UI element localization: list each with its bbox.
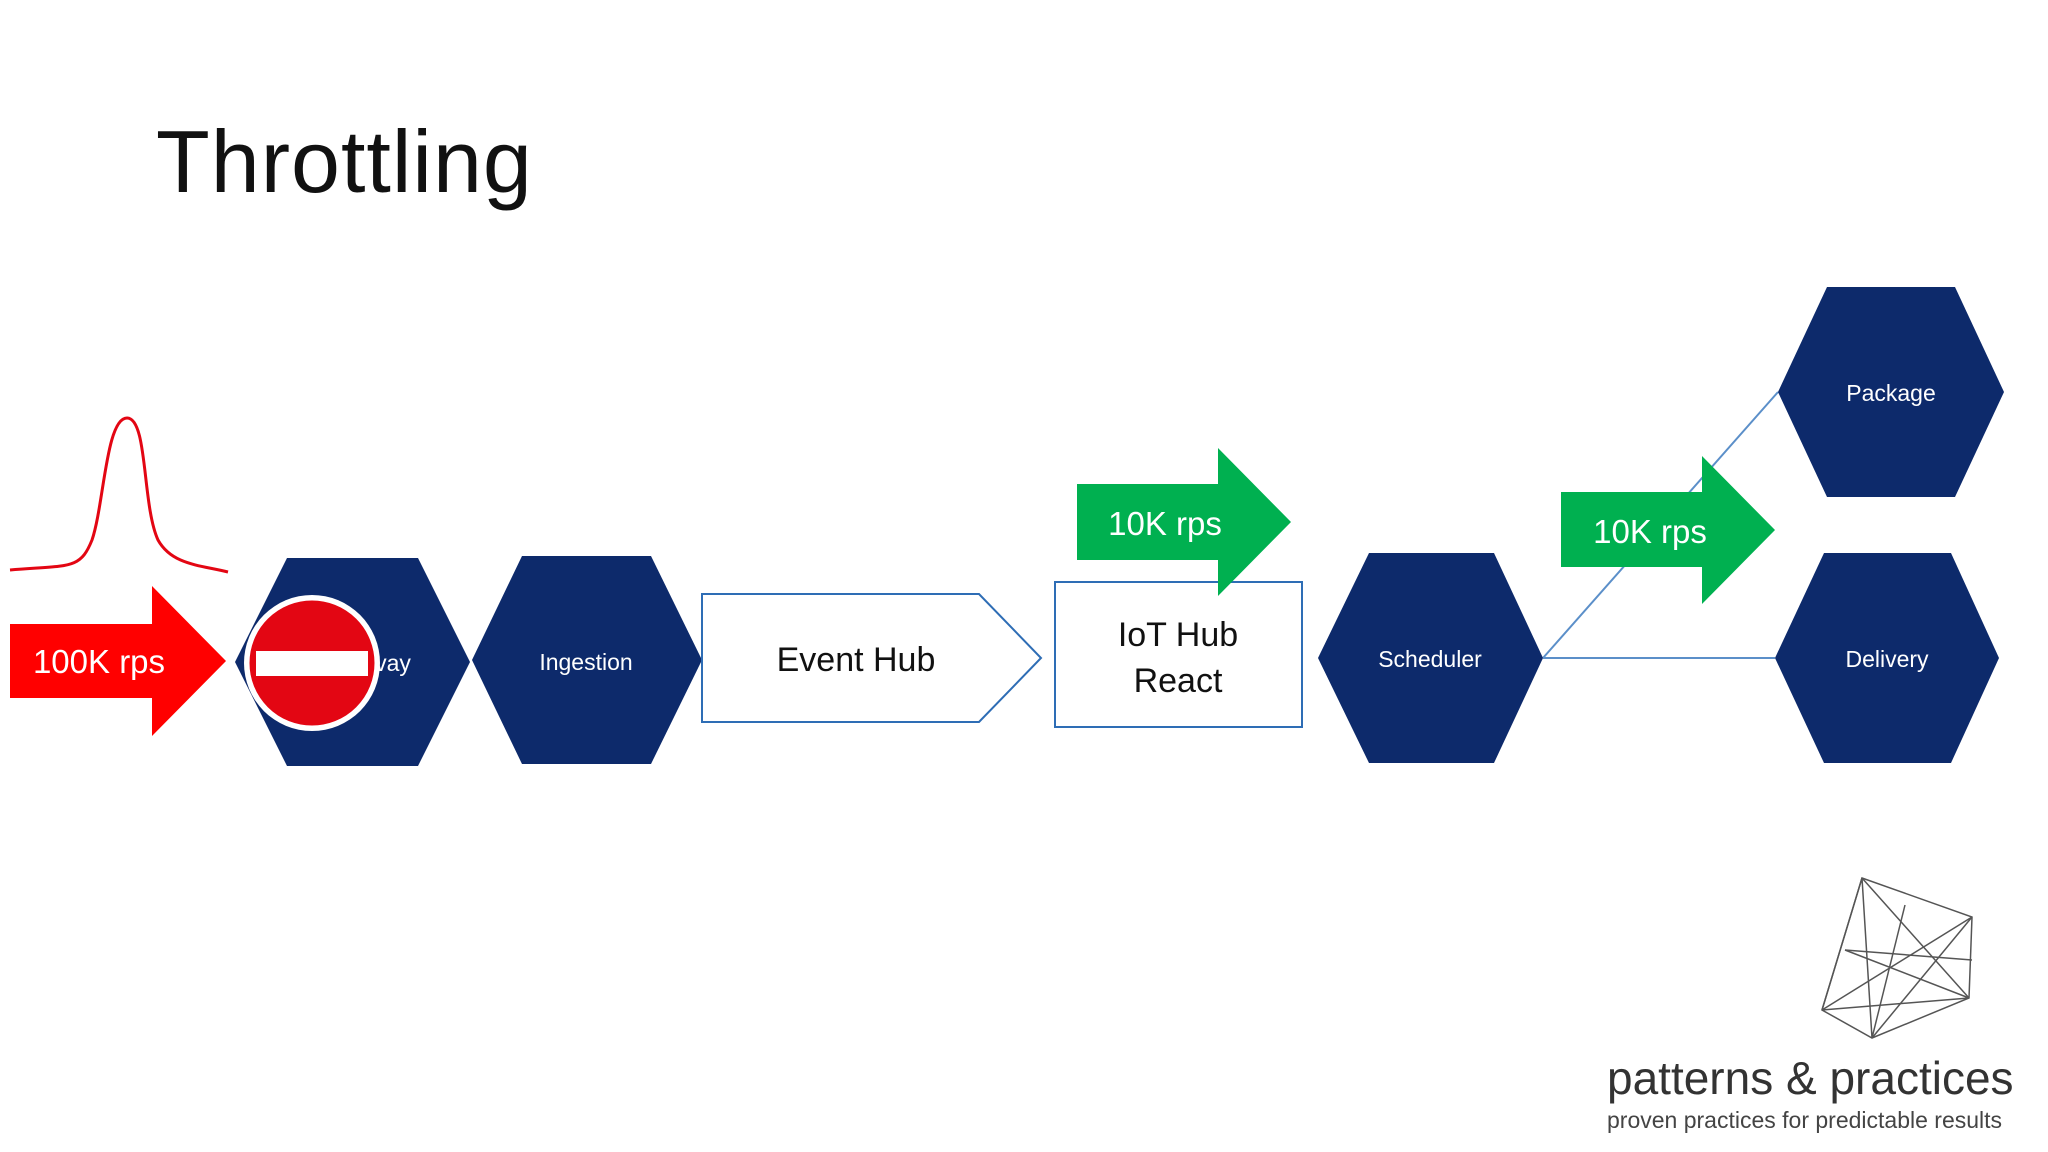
green-arrow-iot bbox=[1077, 448, 1291, 596]
ingestion-label: Ingestion bbox=[539, 649, 632, 675]
delivery-hexagon bbox=[1775, 553, 1999, 763]
red-arrow-incoming-label: 100K rps bbox=[33, 643, 165, 680]
logo-tagline: proven practices for predictable results bbox=[1607, 1107, 2002, 1133]
iot-hub-box bbox=[1054, 581, 1303, 728]
delivery-label: Delivery bbox=[1845, 646, 1929, 672]
package-hexagon bbox=[1778, 287, 2004, 497]
iot-hub-label-line2: React bbox=[1134, 662, 1223, 700]
slide-title: Throttling bbox=[156, 112, 533, 211]
scheduler-label: Scheduler bbox=[1378, 646, 1482, 672]
patterns-practices-logo-icon bbox=[1821, 877, 1973, 1039]
green-arrow-iot-label: 10K rps bbox=[1108, 505, 1222, 542]
event-hub-label: Event Hub bbox=[777, 641, 936, 679]
ingestion-hexagon bbox=[472, 556, 702, 764]
no-entry-icon bbox=[244, 595, 380, 731]
package-label: Package bbox=[1846, 380, 1936, 406]
green-arrow-services bbox=[1561, 456, 1775, 604]
event-hub-shape bbox=[701, 593, 1043, 723]
traffic-spike-curve bbox=[9, 416, 229, 574]
logo-name: patterns & practices bbox=[1607, 1052, 2014, 1104]
gateway-label: vay bbox=[375, 650, 411, 676]
scheduler-hexagon bbox=[1318, 553, 1543, 763]
green-arrow-services-label: 10K rps bbox=[1593, 513, 1707, 550]
red-arrow-incoming bbox=[10, 586, 226, 736]
iot-hub-label-line1: IoT Hub bbox=[1118, 616, 1238, 654]
